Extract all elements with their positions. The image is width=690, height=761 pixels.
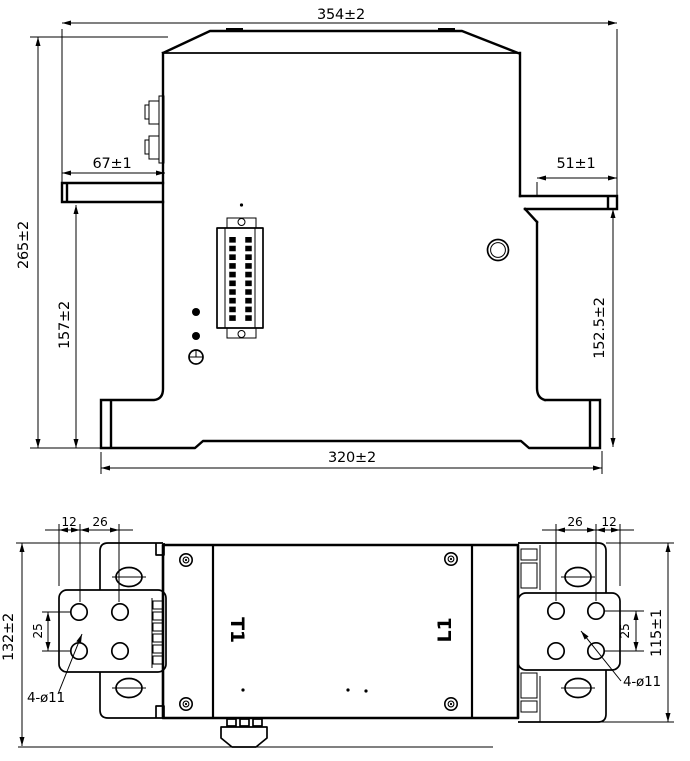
bolt-hole [69,602,89,622]
connector-notch-top [237,218,246,226]
dim-label: 12 [601,515,616,529]
plan-view: T1 L1 12 [1,515,674,748]
connector-notch-bottom [237,330,246,338]
center-dot [241,688,245,692]
terminal-plate-right [517,592,621,671]
dim-label: 354±2 [317,7,365,23]
dim-right-edge-offset: 12 [596,515,620,533]
clamp-strip-right [520,545,541,722]
dim-left-hole-pitch: 26 [80,515,119,533]
terminal-plate-left [58,589,167,673]
cover-screw [443,551,459,567]
dim-label: 26 [567,515,583,529]
bolt-hole [110,602,130,622]
note-holes-right: 4-ø11 [580,630,661,690]
dim-label: 320±2 [328,450,376,466]
led-indicator-2 [192,332,200,340]
note-label: 4-ø11 [27,690,65,706]
contact-comb-left [151,598,164,668]
dim-plan-height-left: 132±2 [1,543,25,746]
center-dot [364,689,368,693]
adjust-screw [188,349,204,365]
plan-ext-lines [16,524,674,723]
dim-label: 152.5±2 [592,297,608,359]
dim-label: 25 [618,623,632,638]
bolt-hole [586,601,606,621]
dim-label: 157±2 [57,301,73,349]
terminal-label-t1: T1 [226,617,248,643]
reference-dot [239,203,244,207]
dim-overall-height: 265±2 [16,36,168,449]
cover-screw [179,696,193,712]
screw-slot [189,350,203,358]
dim-left-lower-height: 157±2 [57,205,79,448]
dim-label: 132±2 [1,613,17,661]
body-seams [211,545,474,718]
bracket-right-outline [518,542,607,723]
dim-plan-height-right: 115±1 [649,543,671,722]
main-body [161,543,520,720]
note-label: 4-ø11 [623,674,661,690]
body-outline [99,29,602,450]
side-hole [486,238,510,262]
dim-label: 25 [31,623,45,638]
side-hole-inner [490,242,506,258]
dim-right-lower-height: 152.5±2 [592,209,616,447]
bracket-right-slots [561,566,595,699]
bolt-hole [546,601,566,621]
bolt-hole [546,641,566,661]
bolt-hole [110,641,130,661]
dim-label: 115±1 [649,609,665,657]
led-indicator-1 [192,308,200,316]
left-terminal-tabs [144,95,165,164]
ext-lines [30,36,168,449]
right-flange [518,194,619,211]
top-bump-left [226,28,243,32]
ext-lines [61,29,618,196]
terminal-label-l1: L1 [434,618,456,643]
center-dot [346,688,350,692]
dim-right-flange: 51±1 [536,156,617,196]
left-flange [60,181,165,204]
cover-screw [443,696,459,712]
connector-body [216,227,264,329]
dim-label: 26 [92,515,108,529]
top-bump-right [438,28,455,32]
front-connector [216,217,264,339]
bracket-left-slots [112,566,146,699]
side-hole-outer [486,238,510,262]
terminal-holes-left [69,602,130,661]
dim-overall-width: 354±2 [61,7,618,196]
note-holes-left: 4-ø11 [27,633,83,706]
dim-label: 12 [61,515,76,529]
bracket-left-outline [99,542,165,719]
front-view: 354±2 265±2 67±1 51±1 157±2 152.5±2 320±… [16,7,619,474]
dim-hole-pitch-vert-left: 25 [31,612,51,651]
connector-rails [224,228,256,328]
dim-base-width: 320±2 [100,450,603,474]
terminal-holes-right [546,601,606,661]
connector-tabs [226,217,257,339]
dim-label: 67±1 [92,156,131,172]
dim-label: 265±2 [16,221,32,269]
dim-left-edge-offset: 12 [59,515,80,533]
dim-left-flange: 67±1 [62,156,165,176]
dim-right-hole-pitch: 26 [556,515,596,533]
din-rail-clip [220,718,268,748]
dim-label: 51±1 [556,156,595,172]
dim-hole-pitch-vert-right: 25 [618,611,639,651]
cover-screw [179,552,193,568]
